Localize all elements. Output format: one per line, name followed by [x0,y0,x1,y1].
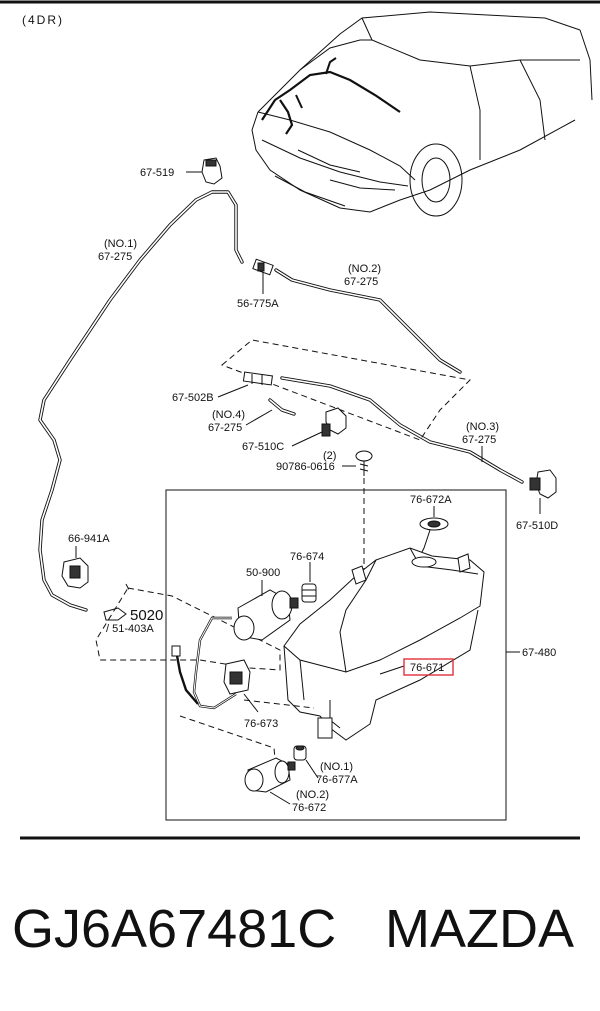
pump-76-672 [244,757,296,793]
washer-reservoir [283,547,485,741]
label-67-275-c: 67-275 [208,422,242,434]
washer-hose-no2 [274,268,462,374]
label-no1-bottom: (NO.1) [320,761,353,773]
label-67-275-b: 67-275 [344,276,378,288]
joint-67-502B [242,371,273,386]
label-67-275-d: 67-275 [462,434,496,446]
label-5020: 5020 [130,607,163,624]
screw-90786-0616 [355,450,373,476]
footer: GJ6A67481C MAZDA [0,838,600,1011]
washer-hose-no1 [38,190,244,612]
label-67-502B: 67-502B [172,392,214,404]
label-67-510D: 67-510D [516,520,558,532]
label-76-672A: 76-672A [410,494,452,506]
label-no2-bottom: (NO.2) [296,789,329,801]
clamp-66-941A [61,557,89,589]
label-76-671: 76-671 [410,662,444,674]
label-qty-2: (2) [323,450,336,462]
pump-group-outline [95,587,281,671]
label-76-672: 76-672 [292,802,326,814]
connector-76-673 [223,659,251,695]
pump-motor-50-900 [233,589,299,641]
variant-label: (4DR) [22,13,64,27]
part-number: GJ6A67481C [12,899,337,959]
washer-system-diagram: (4DR) [0,0,600,840]
label-50-900: 50-900 [246,567,280,579]
label-67-275-a: 67-275 [98,251,132,263]
label-67-510C: 67-510C [242,441,284,453]
label-90786-0616: 90786-0616 [276,461,335,473]
nozzle-67-510C [321,407,347,437]
clip-67-519 [201,157,223,185]
car-illustration [251,11,593,217]
highlight-76-671 [403,658,454,676]
joint-56-775A [252,258,274,276]
pump-wiring [171,616,237,710]
nozzle-67-510D [529,469,557,499]
label-no3: (NO.3) [466,421,499,433]
washer-hose-no4 [268,398,296,416]
label-no2-top: (NO.2) [348,263,381,275]
cap-76-672A [419,517,449,557]
label-no4: (NO.4) [212,409,245,421]
grommet-76-674 [301,583,317,603]
label-56-775A: 56-775A [237,298,279,310]
grommet-76-677A [293,745,307,761]
label-76-677A: 76-677A [316,774,358,786]
brand-name: MAZDA [385,899,574,959]
label-67-519: 67-519 [140,167,174,179]
label-66-941A: 66-941A [68,533,110,545]
label-76-674: 76-674 [290,551,324,563]
label-67-480: 67-480 [522,647,556,659]
washer-hose-no3 [280,376,524,484]
assembly-frame [165,489,507,821]
label-51-403A: / 51-403A [106,623,154,635]
label-no1-top: (NO.1) [104,238,137,250]
label-76-673: 76-673 [244,718,278,730]
hose-group-outline [221,339,472,441]
